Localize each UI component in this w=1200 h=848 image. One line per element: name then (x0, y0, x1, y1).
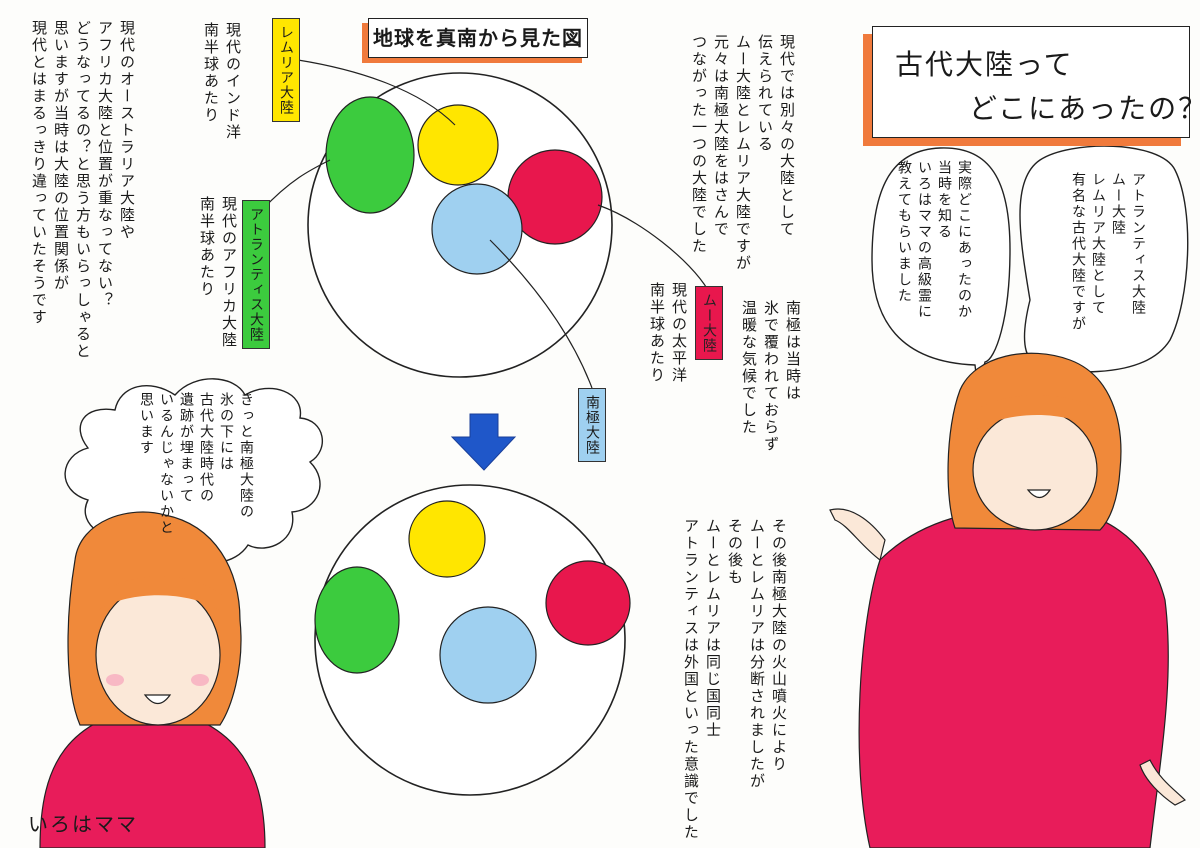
text-line: 現代のアフリカ大陸 (220, 196, 238, 349)
girl-right-shirt (858, 508, 1169, 848)
text-line: 南極は当時は (784, 300, 802, 402)
text-line: レムリア大陸として (1090, 172, 1106, 316)
mu-label: ムー大陸 (695, 286, 723, 360)
text-line: 氷の下には (218, 392, 234, 472)
text-line: その後南極大陸の火山噴火により (770, 518, 788, 773)
mu-continent-after (545, 560, 631, 646)
girl-right-mouth (1026, 489, 1052, 499)
text-line: 南半球あたり (648, 282, 666, 384)
left-explanation-text: 現代のオーストラリア大陸や アフリカ大陸と位置が重なってない？ どうなってるの？… (28, 20, 138, 360)
girl-right-bangs (975, 395, 1098, 430)
atlantis-note: 現代のアフリカ大陸 南半球あたり (196, 196, 240, 356)
signature: いろはママ (28, 812, 138, 836)
antarctica-leader-line (489, 239, 593, 389)
text-line: 現代とはまるっきり違っていたそうです (30, 20, 48, 326)
text-line: アフリカ大陸と位置が重なってない？ (96, 20, 114, 309)
girl-right-hand-low (1139, 759, 1187, 806)
text-line: 現代の太平洋 (670, 282, 688, 384)
text-line: 遺跡が埋まって (178, 392, 194, 504)
bubble-right-2-text: 実際どこにあったのか 当時を知る いろはママの高級霊に 教えてもらいました (894, 160, 974, 350)
girl-right-hand (829, 508, 886, 562)
girl-left-cheek (106, 674, 124, 686)
text-line: 思います (138, 392, 154, 456)
girl-character-left (39, 511, 266, 848)
text-line: ムー大陸 (1110, 172, 1126, 236)
lemuria-label: レムリア大陸 (272, 18, 300, 122)
mu-note: 現代の太平洋 南半球あたり (646, 282, 690, 402)
text-line: 有名な古代大陸ですが (1070, 172, 1086, 332)
main-title-line-2: どこにあったの？ (969, 92, 1200, 125)
lemuria-continent-after (408, 500, 486, 578)
main-title-line-1: 古代大陸って (895, 48, 1074, 81)
lemuria-continent-before (417, 104, 499, 186)
text-line: 現代では別々の大陸として (778, 34, 796, 238)
girl-left-bangs (98, 576, 222, 612)
girl-left-cheek (191, 674, 209, 686)
text-line: いろはママの高級霊に (916, 160, 932, 320)
bubble-right-1-text: アトランティス大陸 ムー大陸 レムリア大陸として 有名な古代大陸ですが (1068, 172, 1148, 362)
antarctica-label: 南極大陸 (578, 388, 606, 462)
antarctica-continent-before (431, 183, 523, 275)
girl-character-right (829, 352, 1187, 848)
antarctica-continent-after (439, 606, 537, 704)
text-line: ムーとレムリアは分断されましたが (748, 518, 766, 790)
text-line: アトランティス大陸 (1130, 172, 1146, 316)
bubble-left-text: きっと南極大陸の 氷の下には 古代大陸時代の 遺跡が埋まって いるんじゃないかと… (136, 392, 256, 542)
text-line: 南半球あたり (198, 196, 216, 298)
atlantis-label: アトランティス大陸 (242, 200, 270, 349)
text-line: どうなってるの？と思う方もいらっしゃると (74, 20, 92, 360)
text-line: 古代大陸時代の (198, 392, 214, 504)
text-line: 元々は南極大陸をはさんで (712, 34, 730, 238)
girl-right-face (972, 409, 1098, 531)
text-line: 南半球あたり (202, 22, 220, 124)
lemuria-leader-line (297, 59, 456, 126)
text-line: 思いますが当時は大陸の位置関係が (52, 20, 70, 292)
text-line: つながった一つの大陸でした (690, 34, 708, 255)
speech-bubble-right-inner (871, 147, 1011, 391)
text-line: きっと南極大陸の (238, 392, 254, 520)
atlantis-continent-after (314, 566, 400, 674)
atlantis-continent-before (325, 96, 415, 214)
girl-left-mouth (143, 694, 172, 705)
text-line: ムー大陸とレムリア大陸ですが (734, 34, 752, 272)
text-line: 温暖な気候でした (740, 300, 758, 436)
antarctic-climate-note: 南極は当時は 氷で覆われておらず 温暖な気候でした (738, 300, 804, 453)
mu-leader-line (597, 204, 709, 291)
text-line: アトランティスは外国といった意識でした (682, 518, 700, 841)
text-line: 当時を知る (936, 160, 952, 240)
speech-bubble-right-outer (1019, 145, 1189, 390)
intro-text: 現代では別々の大陸として 伝えられている ムー大陸とレムリア大陸ですが 元々は南… (688, 34, 798, 272)
text-line: ムーとレムリアは同じ国同士 (704, 518, 722, 739)
text-line: 現代のインド洋 (224, 22, 242, 141)
text-line: いるんじゃないかと (158, 392, 174, 536)
text-line: 教えてもらいました (896, 160, 912, 304)
lemuria-note: 現代のインド洋 南半球あたり (200, 22, 244, 152)
text-line: 実際どこにあったのか (956, 160, 972, 320)
atlantis-leader-line (261, 159, 331, 211)
arrow-down-icon (450, 413, 517, 471)
main-title-box: 古代大陸って どこにあったの？ (872, 26, 1200, 138)
text-line: 氷で覆われておらず (762, 300, 780, 453)
text-line: 現代のオーストラリア大陸や (118, 20, 136, 241)
map-title: 地球を真南から見た図 (368, 18, 588, 58)
later-history-text: その後南極大陸の火山噴火により ムーとレムリアは分断されましたが その後も ムー… (680, 518, 790, 841)
text-line: その後も (726, 518, 744, 586)
text-line: 伝えられている (756, 34, 774, 153)
